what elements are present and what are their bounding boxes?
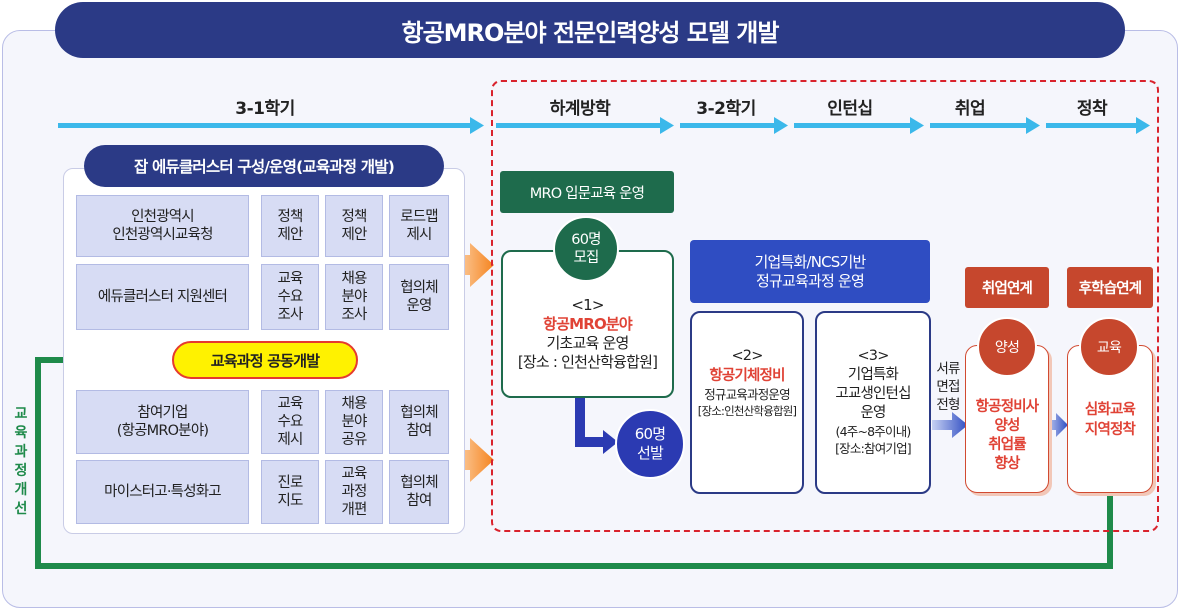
role-cell: 정책 제안 [261,195,319,257]
timeline-arrows [58,117,1150,134]
role-cell: 교육 수요 조사 [261,264,319,330]
phase-label-internship: 인턴십 [827,99,873,119]
mro-intro-header: MRO 입문교육 운영 [500,171,674,213]
course-number: <3> [857,348,889,364]
orange-flow-arrows [447,243,494,482]
feedback-loop-line [35,357,1113,569]
phase-label-3-1: 3-1학기 [235,99,295,119]
phase-label-3-2: 3-2학기 [696,99,756,119]
course-duration: (4주~8주이내) [835,424,912,439]
phase-label-summer: 하계방학 [549,99,611,119]
course-place: [장소:참여기업] [835,441,912,456]
selection-elbow-arrow [575,398,605,447]
internship-card: <3> 기업특화 고교생인턴십 운영 (4주~8주이내) [장소:참여기업] [815,311,931,494]
codev-pill: 교육과정 공동개발 [172,341,358,379]
employment-body: 항공정비사 양성 취업률 향상 [975,399,1040,472]
org-name-company: 참여기업 (항공MRO분야) [76,390,249,454]
course-line: 운영 [860,405,886,421]
course-line: 기업특화 [847,367,899,383]
role-cell: 채용 분야 조사 [325,264,383,330]
org-name-incheon: 인천광역시 인천광역시교육청 [76,195,249,257]
ncs-course-header: 기업특화/NCS기반 정규교육과정 운영 [690,240,930,303]
employment-card: 항공정비사 양성 취업률 향상 [965,345,1049,493]
aircraft-maintenance-card: <2> 항공기체정비 정규교육과정운영 [장소:인천산학융합원] [690,311,804,494]
recruit-circle: 60명 모집 [553,216,619,282]
org-name-center: 에듀클러스터 지원센터 [76,264,249,330]
page-title: 항공MRO분야 전문인력양성 모델 개발 [55,2,1125,58]
interview-arrow [932,412,968,438]
education-circle: 교육 [1079,317,1139,377]
selection-circle: 60명 선발 [615,409,685,479]
course-number: <1> [571,296,604,314]
dashed-program-region [491,80,1159,532]
settlement-body: 심화교육 지역정착 [1084,402,1136,438]
edu-cluster-header: 잡 에듀클러스터 구성/운영(교육과정 개발) [84,145,444,187]
course-line: 정규교육과정운영 [704,387,790,402]
role-cell: 정책 제안 [325,195,383,257]
role-cell: 협의체 운영 [389,264,449,330]
role-cell: 협의체 참여 [389,390,449,454]
phase-label-employment: 취업 [954,99,986,119]
role-cell: 교육 수요 제시 [261,390,319,454]
course-place: [장소:인천산학융합원] [697,404,797,418]
curriculum-improvement-text: 교 육 과 정 개 선 [14,406,28,517]
course-place: [장소 : 인천산학융합원] [517,353,658,371]
course-highlight: 항공MRO분야 [543,315,633,333]
course-line: 고교생인턴십 [835,386,911,402]
curriculum-improvement-label: 교 육 과 정 개 선 [12,405,30,519]
phase-label-settlement: 정착 [1076,99,1108,119]
training-circle: 양성 [977,317,1037,377]
screening-label: 서류 면접 전형 [936,361,960,413]
org-name-school: 마이스터고·특성화고 [76,460,249,524]
course-name: 기초교육 운영 [546,334,630,352]
course-highlight: 항공기체정비 [709,368,785,384]
course-number: <2> [731,348,763,364]
employment-link-header: 취업연계 [965,267,1049,308]
role-cell: 교육 과정 개편 [325,460,383,524]
lifelong-learning-header: 후학습연계 [1067,267,1153,308]
employment-to-settle-arrow [1046,413,1068,437]
role-cell: 채용 분야 공유 [325,390,383,454]
role-cell: 협의체 참여 [389,460,449,524]
role-cell: 로드맵 제시 [389,195,449,257]
role-cell: 진로 지도 [261,460,319,524]
